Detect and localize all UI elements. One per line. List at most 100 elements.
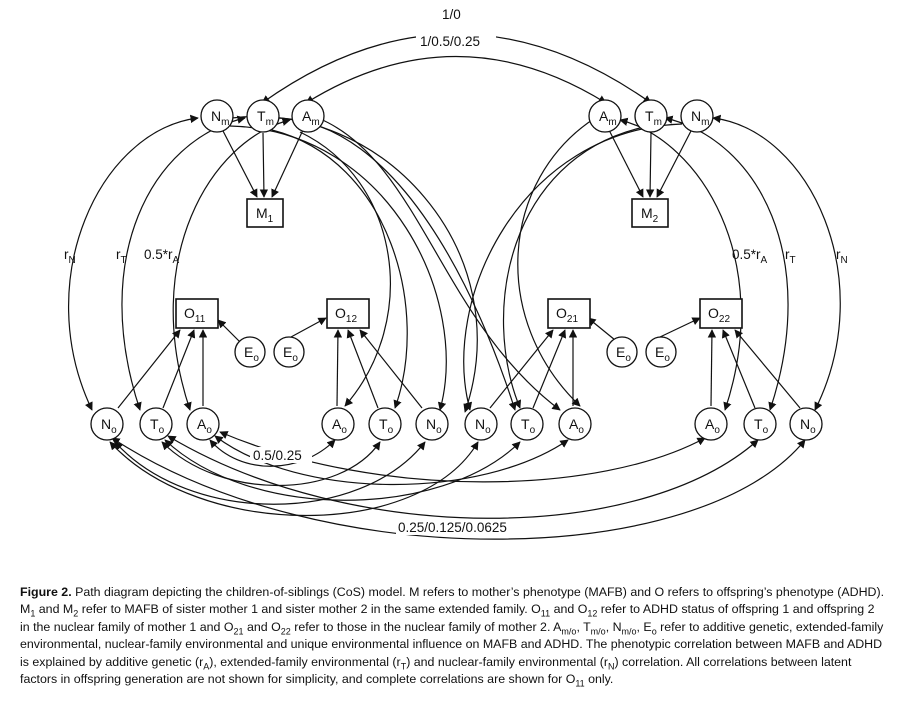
corr-rt-right	[664, 115, 789, 411]
node-t21: To	[510, 407, 544, 441]
node-nm1: Nm	[200, 99, 234, 133]
label-rn-left: rN	[64, 247, 76, 266]
node-n21: No	[464, 407, 498, 441]
node-t11: To	[139, 407, 173, 441]
path-a12-o12	[333, 329, 343, 407]
svg-text:Tm: Tm	[257, 108, 274, 128]
path-n21-o21	[489, 329, 554, 409]
svg-text:Ao: Ao	[197, 416, 212, 436]
corr-am2-a21	[517, 117, 596, 407]
label-top-outer: 1/0	[442, 7, 461, 22]
corr-ra-left	[172, 117, 291, 411]
svg-text:O12: O12	[335, 305, 357, 325]
node-e12: Eo	[273, 336, 305, 368]
corr-tm1-t12	[271, 129, 408, 409]
path-e21-o21	[587, 317, 616, 341]
path-nm1-m1	[221, 128, 258, 198]
svg-text:Eo: Eo	[655, 344, 670, 364]
diagram-nodes: Nm Tm Am Am Tm Nm M1 M2 O11 O12 O21 O22 …	[90, 99, 823, 441]
node-o21: O21	[547, 298, 591, 329]
svg-text:Eo: Eo	[244, 344, 259, 364]
svg-text:To: To	[521, 416, 536, 436]
svg-text:No: No	[426, 416, 442, 436]
svg-text:Eo: Eo	[616, 344, 631, 364]
label-ra-right: 0.5*rA	[732, 247, 768, 266]
path-tm1-m1	[259, 132, 269, 198]
corr-t11-t21	[164, 439, 521, 501]
path-t22-o22	[721, 329, 756, 409]
corr-ra-right	[619, 117, 742, 411]
node-tm2: Tm	[634, 99, 668, 133]
svg-text:Nm: Nm	[691, 108, 709, 128]
node-n12: No	[415, 407, 449, 441]
path-e22-o22	[659, 317, 701, 338]
node-n11: No	[90, 407, 124, 441]
path-arrows	[68, 33, 841, 540]
svg-text:Eo: Eo	[283, 344, 298, 364]
corr-tm1-t21	[275, 117, 517, 411]
svg-text:M1: M1	[256, 205, 274, 225]
node-o11: O11	[175, 298, 219, 329]
node-t22: To	[743, 407, 777, 441]
label-sibling-corr: 0.5/0.25	[253, 448, 302, 463]
label-rt-right: rT	[785, 247, 796, 266]
corr-t11-t22	[167, 435, 759, 519]
node-a21: Ao	[558, 407, 592, 441]
svg-text:Ao: Ao	[332, 416, 347, 436]
svg-text:Am: Am	[302, 108, 320, 128]
node-a12: Ao	[321, 407, 355, 441]
node-m2: M2	[631, 198, 669, 228]
label-rt-left: rT	[116, 247, 127, 266]
svg-text:No: No	[800, 416, 816, 436]
node-e21: Eo	[606, 336, 638, 368]
node-am2: Am	[588, 99, 622, 133]
path-tm2-m2	[645, 132, 655, 198]
path-e12-o12	[290, 317, 327, 338]
node-o22: O22	[699, 298, 743, 329]
svg-text:Ao: Ao	[569, 416, 584, 436]
label-top-inner: 1/0.5/0.25	[420, 34, 480, 49]
corr-nm2-n21	[463, 123, 683, 411]
path-n11-o11	[117, 329, 181, 409]
node-nm2: Nm	[680, 99, 714, 133]
svg-text:To: To	[150, 416, 165, 436]
path-a22-o22	[707, 329, 717, 407]
corr-nm1-n12	[229, 125, 447, 411]
node-a22: Ao	[694, 407, 728, 441]
node-e22: Eo	[645, 336, 677, 368]
svg-text:No: No	[475, 416, 491, 436]
node-n22: No	[789, 407, 823, 441]
corr-n11-n21	[109, 441, 479, 517]
label-ra-left: 0.5*rA	[144, 247, 180, 266]
svg-text:O21: O21	[556, 305, 578, 325]
svg-text:Ao: Ao	[705, 416, 720, 436]
corr-nm1-n21	[231, 115, 478, 413]
arc-top-am	[305, 56, 607, 104]
svg-text:M2: M2	[641, 205, 659, 225]
path-e11-o11	[217, 319, 241, 343]
svg-text:To: To	[379, 416, 394, 436]
path-am2-m2	[608, 129, 644, 198]
label-rn-right: rN	[836, 247, 848, 266]
corr-am1-a12	[299, 131, 391, 407]
path-t12-o12	[346, 329, 379, 409]
path-n12-o12	[359, 329, 423, 409]
node-t12: To	[368, 407, 402, 441]
label-cousin-corr: 0.25/0.125/0.0625	[398, 520, 507, 535]
corr-rn-right	[712, 114, 841, 411]
svg-text:Am: Am	[599, 108, 617, 128]
path-n22-o22	[734, 329, 801, 409]
node-m1: M1	[246, 198, 284, 228]
svg-text:Tm: Tm	[645, 108, 662, 128]
svg-text:O22: O22	[708, 305, 730, 325]
svg-text:Nm: Nm	[211, 108, 229, 128]
corr-rt-left	[121, 115, 246, 411]
node-a11: Ao	[186, 407, 220, 441]
node-o12: O12	[326, 298, 370, 329]
svg-text:To: To	[754, 416, 769, 436]
edge-labels: 1/0 1/0.5/0.25 rN rT 0.5*rA 0.5*rA rT rN…	[64, 6, 848, 535]
corr-n11-n22	[111, 437, 806, 540]
svg-text:No: No	[101, 416, 117, 436]
node-e11: Eo	[234, 336, 266, 368]
figure-caption: Figure 2. Path diagram depicting the chi…	[20, 585, 885, 689]
